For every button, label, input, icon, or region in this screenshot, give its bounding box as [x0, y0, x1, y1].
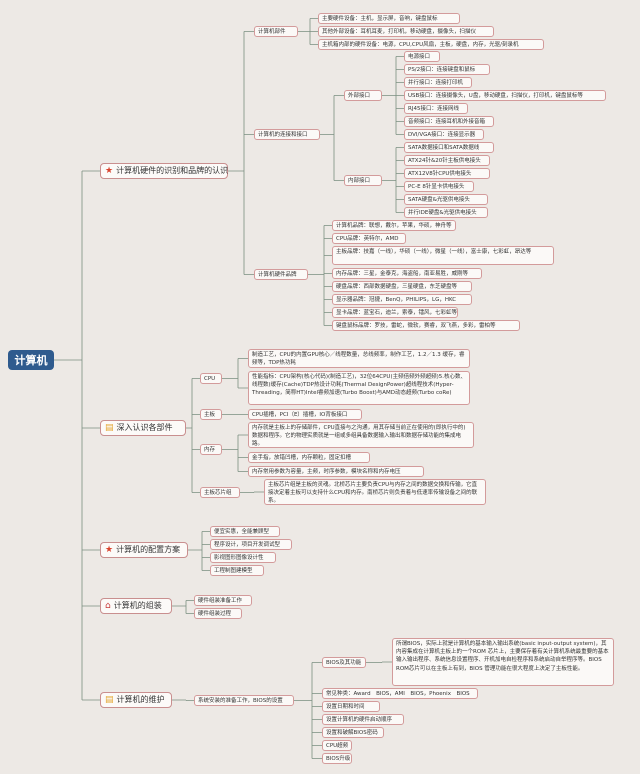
branch-config[interactable]: ★ 计算机的配置方案 — [100, 542, 188, 558]
leaf-memory-desc[interactable]: 内存就是主板上的存储部件，CPU直接与之沟通，用其存储当前正在使用的(即执行中的… — [248, 422, 474, 448]
connector-node-cpu — [222, 358, 248, 389]
leaf-brand-gpu[interactable]: 显卡品牌：蓝宝石，迪兰，索泰，镭风，七彩虹等 — [332, 307, 458, 318]
node-memory[interactable]: 内存 — [200, 444, 222, 455]
connector-node-brands — [308, 225, 332, 326]
note-icon: ▤ — [105, 422, 114, 433]
leaf-ext-usb[interactable]: USB接口：连接摄像头，U盘，移动硬盘，扫描仪，打印机，键盘鼠标等 — [404, 90, 606, 101]
leaf-parts-main[interactable]: 主要硬件设备：主机，显示屏，音响，键盘鼠标 — [318, 13, 460, 24]
leaf-memory-params[interactable]: 内存常用参数为容量，主频，时序参数，模块名称和内存电压 — [248, 466, 424, 477]
leaf-chipset-desc[interactable]: 主板芯片组是主板的灵魂。北桥芯片主要负责CPU与内存之间的数据交换和传输，它直接… — [264, 479, 486, 505]
leaf-bios-definition[interactable]: 所谓BIOS，实际上就是计算机的基本输入输出系统(basic input-out… — [392, 638, 614, 686]
connector-node-parts — [298, 18, 318, 45]
leaf-config-media[interactable]: 影视图形图像设计性 — [210, 552, 276, 563]
connector-branch-assembly — [172, 600, 194, 614]
leaf-ext-ps2[interactable]: PS/2接口：连接键盘和鼠标 — [404, 64, 490, 75]
leaf-int-atx24[interactable]: ATX24针&20针主板供电接头 — [404, 155, 490, 166]
leaf-ext-dvi[interactable]: DVI/VGA接口：连接显示器 — [404, 129, 484, 140]
connector-branch-maintenance — [172, 699, 194, 701]
connector-node-connection — [320, 95, 344, 181]
connector-root-node — [54, 170, 100, 701]
leaf-ext-parallel[interactable]: 并行接口：连接打印机 — [404, 77, 472, 88]
node-parts[interactable]: 计算机部件 — [254, 26, 298, 37]
node-connection[interactable]: 计算机的连接和接口 — [254, 129, 320, 140]
node-bios-setup[interactable]: 系统安装的准备工作，BIOS的设置 — [194, 695, 294, 706]
leaf-ext-rj45[interactable]: RJ45接口：连接网线 — [404, 103, 468, 114]
leaf-brand-memory[interactable]: 内存品牌：三星，金泰克，海盗船，南亚易胜，威刚等 — [332, 268, 482, 279]
leaf-int-pcie[interactable]: PC-E 8针显卡供电接头 — [404, 181, 474, 192]
node-external-ports[interactable]: 外部接口 — [344, 90, 382, 101]
leaf-bios-boot-order[interactable]: 设置计算机的硬件启动顺序 — [322, 714, 404, 725]
note-icon: ▤ — [105, 694, 114, 705]
leaf-int-sata-power[interactable]: SATA硬盘&光驱供电接头 — [404, 194, 488, 205]
leaf-bios-overclock[interactable]: CPU超频 — [322, 740, 352, 751]
leaf-brand-keyboard[interactable]: 键盘鼠标品牌：罗技，雷蛇，微软，赛睿，双飞燕，多彩，雷柏等 — [332, 320, 520, 331]
leaf-brand-board[interactable]: 主板品牌：技嘉（一线），华硕（一线），微星（一线），富士康，七彩虹，昂达等 — [332, 246, 554, 265]
leaf-bios-datetime[interactable]: 设置日期和时间 — [322, 701, 380, 712]
node-motherboard[interactable]: 主板 — [200, 409, 222, 420]
leaf-memory-parts[interactable]: 金手指，放错凹槽，内存颗粒，固定扣槽 — [248, 452, 370, 463]
branch-label: 计算机的配置方案 — [116, 545, 181, 554]
leaf-assembly-prep[interactable]: 硬件组装准备工作 — [194, 595, 252, 606]
leaf-config-cad[interactable]: 工程制图建模型 — [210, 565, 264, 576]
leaf-parts-other[interactable]: 其他外部设备：耳机耳麦，打印机，移动硬盘，摄像头，扫描仪 — [318, 26, 494, 37]
leaf-config-budget[interactable]: 便宜实惠，全能兼顾型 — [210, 526, 280, 537]
leaf-config-dev[interactable]: 程序设计，项目开发调试型 — [210, 539, 292, 550]
branch-label: 计算机的组装 — [113, 601, 162, 610]
leaf-assembly-process[interactable]: 硬件组装过程 — [194, 608, 242, 619]
star-icon: ★ — [105, 544, 114, 555]
leaf-parts-inner[interactable]: 主机箱内部的硬件设备：电源，CPU,CPU风扇，主板，硬盘，内存，光驱/刻录机 — [318, 39, 544, 50]
leaf-int-ide[interactable]: 并行IDE硬盘&光驱供电接头 — [404, 207, 488, 218]
node-chipset[interactable]: 主板芯片组 — [200, 487, 240, 498]
node-bios-function[interactable]: BIOS及其功能 — [322, 657, 366, 668]
branch-maintenance[interactable]: ▤ 计算机的维护 — [100, 692, 172, 708]
connector-node-bios-setup — [294, 662, 322, 759]
leaf-bios-upgrade[interactable]: BIOS升级 — [322, 753, 352, 764]
leaf-ext-power[interactable]: 电源接口 — [404, 51, 440, 62]
connector-branch-hardware-recognition — [228, 31, 254, 275]
branch-assembly[interactable]: ⌂ 计算机的组装 — [100, 598, 172, 614]
star-icon: ★ — [105, 165, 114, 176]
leaf-board-slots[interactable]: CPU插槽，PCI（E）插槽，IO背板接口 — [248, 409, 362, 420]
leaf-int-sata[interactable]: SATA数据接口和SATA数据线 — [404, 142, 494, 153]
connector-node-bios-function — [366, 661, 392, 663]
root-node[interactable]: 计算机 — [8, 350, 54, 370]
node-brands[interactable]: 计算机硬件品牌 — [254, 269, 308, 280]
node-cpu[interactable]: CPU — [200, 373, 222, 384]
leaf-brand-monitor[interactable]: 显示器品牌：冠捷，BenQ，PHILIPS，LG，HKC — [332, 294, 472, 305]
leaf-brand-pc[interactable]: 计算机品牌：联想，戴尔，苹果，华硕，神舟等 — [332, 220, 456, 231]
leaf-int-atx12v[interactable]: ATX12V8针CPU供电接头 — [404, 168, 490, 179]
leaf-bios-types[interactable]: 常见种类：Award BIOS，AMI BIOS，Phoenix BIOS — [322, 688, 478, 699]
branch-label: 计算机硬件的识别和品牌的认识 — [116, 166, 229, 175]
connector-branch-config — [188, 531, 210, 571]
branch-label: 计算机的维护 — [116, 695, 165, 704]
house-icon: ⌂ — [105, 600, 111, 611]
connector-node-chipset — [240, 491, 264, 493]
connector-node-internal-ports — [382, 147, 404, 213]
connector-node-memory — [222, 434, 248, 472]
branch-components[interactable]: ▤ 深入认识各部件 — [100, 420, 186, 436]
leaf-ext-audio[interactable]: 音频接口：连接耳机和外接音箱 — [404, 116, 494, 127]
leaf-cpu-performance[interactable]: 性能指标：CPU架构(核心代码)(制造工艺)，32位64CPU(主频倍频外频超频… — [248, 371, 470, 405]
branch-hardware-recognition[interactable]: ★ 计算机硬件的识别和品牌的认识 — [100, 163, 228, 179]
leaf-cpu-process[interactable]: 制造工艺，CPU的内置GPU核心／线程数量，总线频率，制作工艺，1.2／1.3 … — [248, 349, 470, 368]
connector-node-external-ports — [382, 56, 404, 135]
leaf-brand-cpu[interactable]: CPU品牌：英特尔，AMD — [332, 233, 406, 244]
branch-label: 深入认识各部件 — [116, 423, 173, 432]
leaf-bios-password[interactable]: 设置和破解BIOS密码 — [322, 727, 384, 738]
leaf-brand-disk[interactable]: 硬盘品牌：西部数据硬盘，三星硬盘，东芝硬盘等 — [332, 281, 472, 292]
node-internal-ports[interactable]: 内部接口 — [344, 175, 382, 186]
connector-branch-components — [186, 378, 200, 493]
